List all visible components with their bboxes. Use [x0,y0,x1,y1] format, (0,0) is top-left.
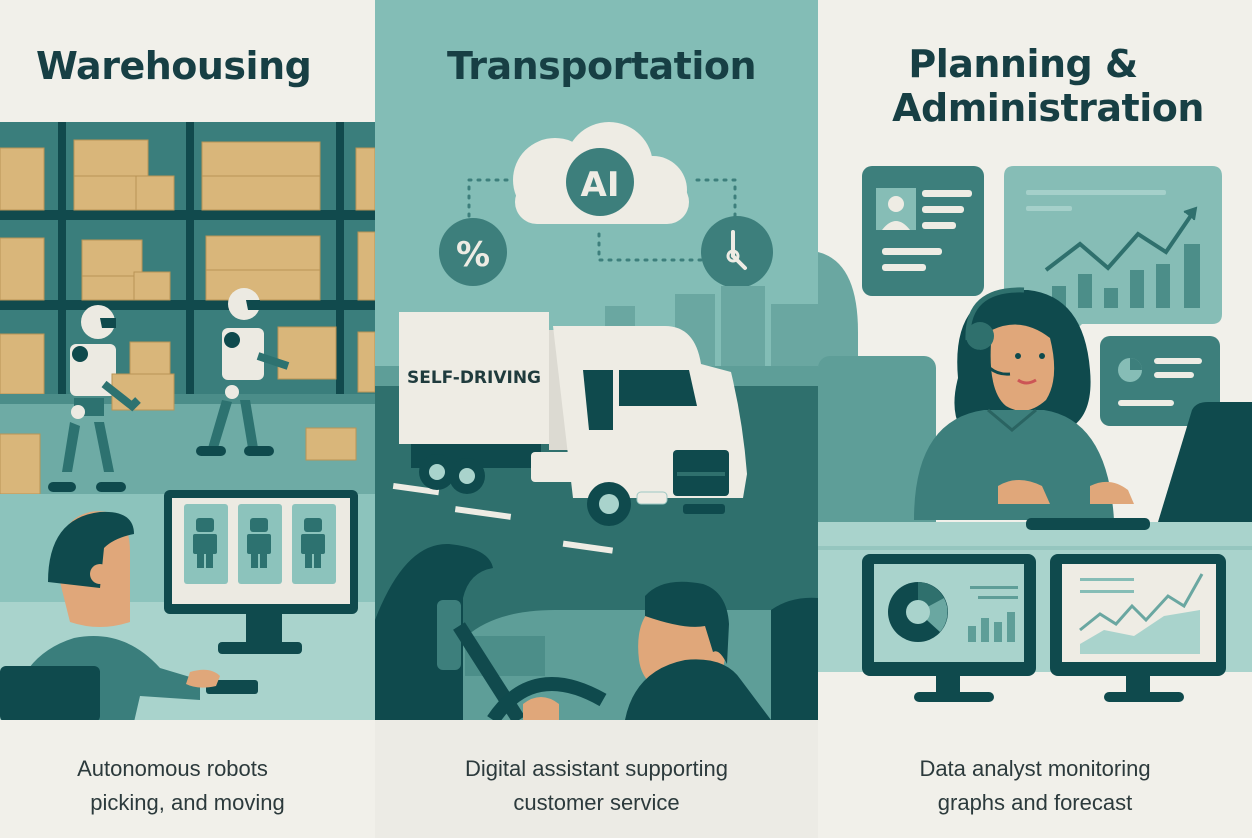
caption-warehousing: Autonomous robots picking, and moving [0,720,375,838]
caption-line: customer service [513,790,680,815]
title-line: Administration [892,86,1204,130]
keyboard-icon [1026,518,1150,530]
panel-title-planning: Planning & Administration [868,42,1228,130]
self-driving-truck [399,312,747,526]
headset-icon [966,322,994,350]
caption-transportation: Digital assistant supporting customer se… [375,720,818,838]
panel-warehousing: Warehousing [0,0,375,838]
planning-illustration [818,166,1252,702]
robot-icon [196,288,290,456]
ai-badge [566,148,634,216]
caption-line: graphs and forecast [937,790,1133,815]
panel-planning-administration: Planning & Administration [818,0,1252,838]
title-line: Planning & [908,42,1138,86]
caption-planning: Data analyst monitoring graphs and forec… [818,720,1252,838]
robot-icon [48,305,175,492]
caption-line: picking, and moving [90,790,285,815]
svg-text:SELF-DRIVING: SELF-DRIVING [407,368,541,388]
caption-line: Autonomous robots [77,756,268,781]
svg-text:AI: AI [581,165,620,205]
operator-person [0,511,220,722]
profile-card-icon [862,166,984,296]
percent-icon [439,218,507,286]
panel-title-warehousing: Warehousing [36,44,312,88]
caption-line: Data analyst monitoring [919,756,1151,781]
panel-transportation: Transportation AI % [375,0,818,838]
panel-title-transportation: Transportation [447,44,757,88]
monitor-donut-icon [862,554,1036,702]
svg-text:%: % [456,235,490,275]
monitor-line-chart-icon [1050,554,1226,702]
caption-line: Digital assistant supporting [465,756,728,781]
transportation-illustration: AI % [375,122,818,720]
warehouse-illustration [0,122,375,722]
